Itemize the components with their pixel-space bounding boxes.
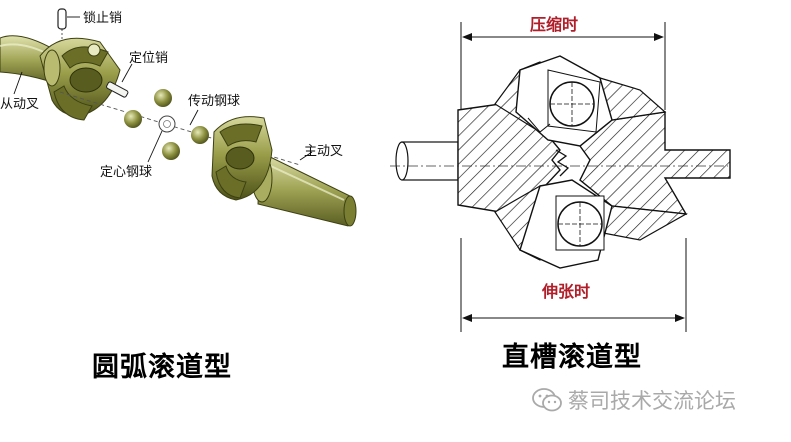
right-fork-section [579,77,731,241]
label-drive-ball: 传动钢球 [188,94,240,109]
label-compressed: 压缩时 [530,15,578,34]
label-locating-pin: 定位销 [129,51,168,66]
lower-groove-ball [519,179,613,269]
label-centering-ball: 定心钢球 [100,165,152,180]
centering-ball [147,115,176,163]
watermark-text: 蔡司技术交流论坛 [568,389,736,413]
drive-ball [191,126,209,144]
label-driven-fork: 从动叉 [0,97,39,112]
wechat-bubble-icon [532,388,562,412]
drive-fork [211,116,357,227]
straight-groove-section-view: 压缩时 伸张时 [390,14,731,332]
arc-raceway-exploded-view: 锁止销 定位销 传动钢球 从动叉 主动叉 定心钢球 [0,8,357,227]
label-extended: 伸张时 [541,282,590,301]
dimension-compressed [460,14,666,110]
drive-ball [124,110,142,128]
centre-joint [555,149,570,177]
watermark: 蔡司技术交流论坛 [532,384,736,416]
drive-ball [154,89,172,107]
label-lock-pin: 锁止销 [83,10,122,26]
drive-balls [124,89,209,160]
caption-arc-raceway: 圆弧滚道型 [92,352,232,383]
input-shaft [395,141,459,181]
caption-straight-groove: 直槽滚道型 [502,342,642,373]
label-drive-fork: 主动叉 [304,144,343,159]
lock-pin [57,8,80,40]
driven-fork [0,35,121,121]
dimension-extended [460,238,687,332]
upper-groove-ball [515,55,613,147]
drive-ball [162,142,180,160]
locating-pin [106,63,133,98]
